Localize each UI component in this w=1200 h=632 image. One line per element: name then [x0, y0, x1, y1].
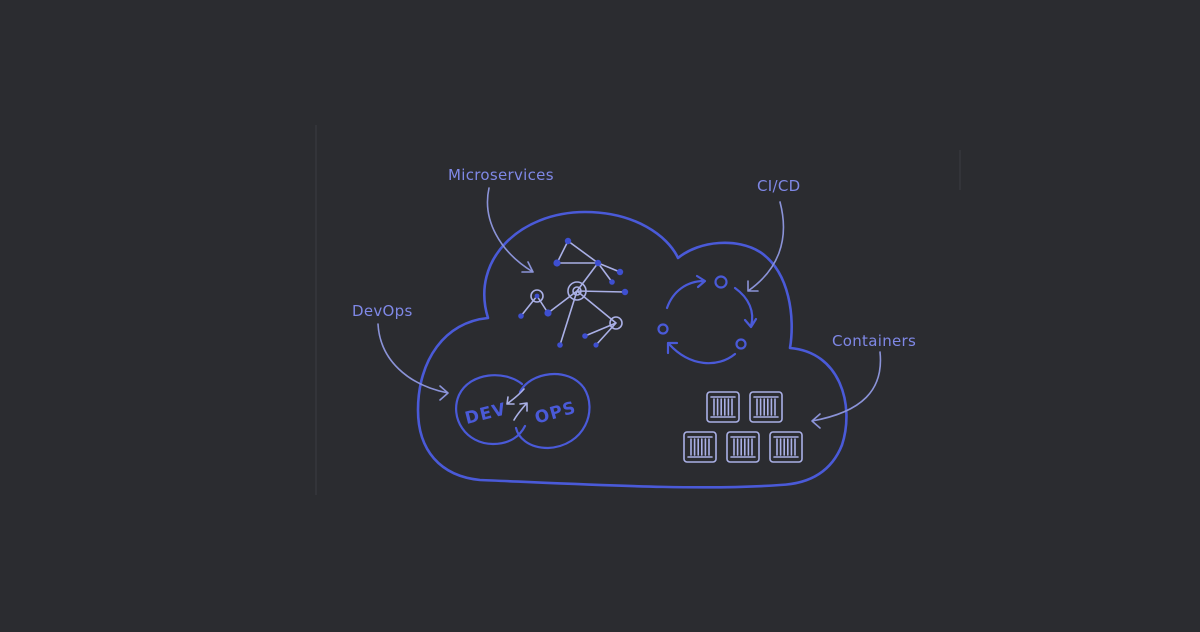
network-node: [530, 289, 544, 303]
devops-label: DevOps: [352, 302, 413, 320]
container-box-outline: [749, 391, 783, 423]
swap-arrow-up: [513, 402, 528, 421]
container-box-slats: [730, 436, 756, 458]
container-box-slats: [710, 396, 736, 418]
container-box-outline: [769, 431, 803, 463]
network-links: [520, 240, 626, 346]
cicd-cycle-icon: [657, 274, 758, 365]
containers-arrow: [811, 351, 882, 429]
microservices-label: Microservices: [448, 166, 554, 184]
container-box-icon: [749, 391, 783, 423]
container-box-icon: [706, 391, 740, 423]
containers-stack-icon: [683, 391, 803, 463]
cicd-arrow: [747, 201, 785, 292]
dev-circle: [455, 374, 527, 446]
cycle-node: [735, 338, 747, 350]
network-node: [593, 342, 599, 348]
container-box-icon: [769, 431, 803, 463]
ops-label: OPS: [533, 398, 579, 429]
devops-arrow: [377, 323, 449, 401]
container-box-slats: [687, 436, 713, 458]
network-node: [544, 309, 552, 317]
network-node: [609, 279, 615, 285]
devops-loop-icon: DEV OPS: [455, 373, 591, 450]
container-box-outline: [726, 431, 760, 463]
network-node: [609, 316, 623, 330]
network-node: [582, 333, 588, 339]
dev-label: DEV: [463, 399, 508, 429]
network-node: [621, 288, 629, 296]
cycle-node: [714, 275, 728, 289]
network-hub-core: [572, 286, 582, 296]
cicd-label: CI/CD: [757, 177, 800, 195]
network-node: [518, 313, 524, 319]
container-box-outline: [706, 391, 740, 423]
network-node: [616, 268, 624, 276]
cycle-arrow-top: [665, 274, 707, 310]
cloud-outline: [416, 210, 848, 489]
network-node: [534, 293, 540, 299]
cycle-node: [657, 323, 669, 335]
swap-arrow-down: [506, 388, 525, 405]
network-node: [553, 259, 561, 267]
network-node: [594, 259, 602, 267]
container-box-icon: [726, 431, 760, 463]
container-box-icon: [683, 431, 717, 463]
network-node: [564, 237, 572, 245]
ops-circle: [514, 373, 591, 450]
container-box-slats: [773, 436, 799, 458]
container-box-slats: [753, 396, 779, 418]
network-hub-node: [567, 281, 587, 301]
cycle-arrow-right: [733, 286, 758, 329]
microservices-arrow: [486, 187, 534, 273]
container-box-outline: [683, 431, 717, 463]
cycle-arrow-bottom: [666, 341, 737, 365]
network-node: [557, 342, 563, 348]
microservices-network-icon: [518, 237, 629, 348]
containers-label: Containers: [832, 332, 916, 350]
